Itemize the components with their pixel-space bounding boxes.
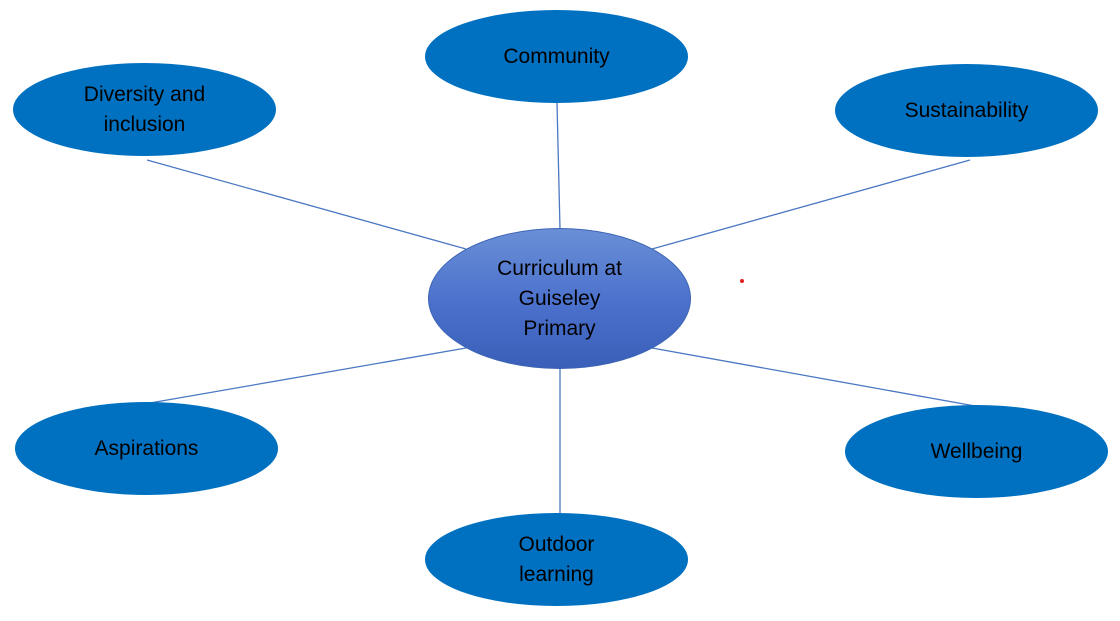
node-sustainability: Sustainability	[835, 64, 1098, 157]
node-outdoor-label: Outdoor learning	[518, 532, 595, 586]
node-aspirations: Aspirations	[15, 402, 278, 495]
node-diversity-label: Diversity and inclusion	[83, 82, 206, 136]
connector-aspirations	[149, 347, 467, 404]
node-aspirations-label: Aspirations	[94, 436, 199, 460]
connector-community	[556, 102, 561, 230]
node-center-label: Curriculum at Guiseley Primary	[497, 256, 622, 340]
node-wellbeing: Wellbeing	[845, 405, 1108, 498]
connector-sustainability	[651, 159, 971, 250]
node-outdoor-learning: Outdoor learning	[425, 513, 688, 606]
node-community-label: Community	[503, 44, 610, 68]
red-marker-dot	[740, 279, 744, 283]
node-center-curriculum: Curriculum at Guiseley Primary	[428, 228, 691, 369]
node-wellbeing-label: Wellbeing	[930, 439, 1023, 463]
connector-wellbeing	[651, 347, 976, 407]
node-sustainability-label: Sustainability	[904, 98, 1029, 122]
connector-diversity	[146, 159, 467, 250]
node-diversity-and-inclusion: Diversity and inclusion	[13, 63, 276, 156]
node-community: Community	[425, 10, 688, 103]
